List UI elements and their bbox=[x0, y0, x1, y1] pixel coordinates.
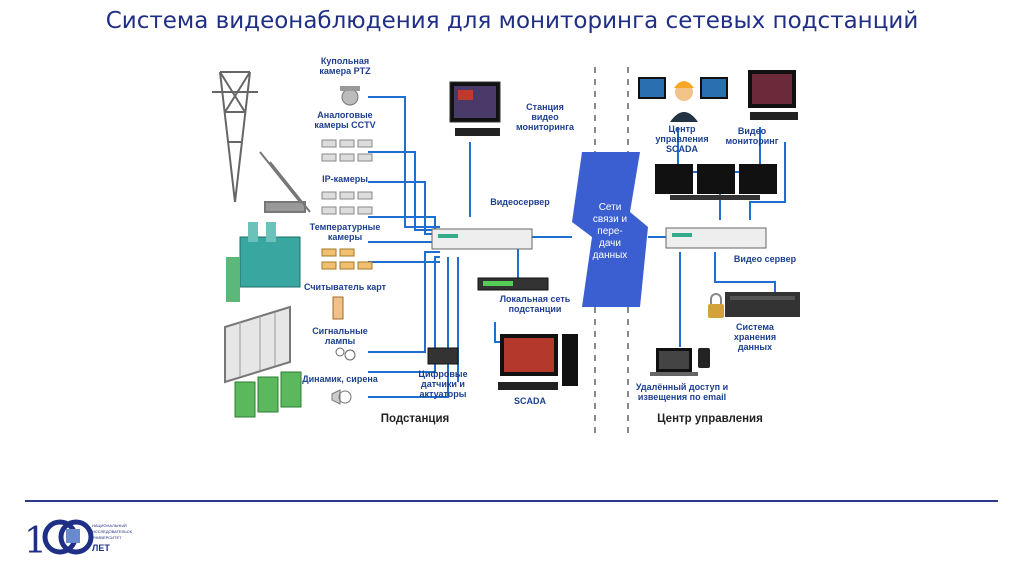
videoserver-right-label: Видео сервер bbox=[734, 254, 797, 264]
label-line: управления bbox=[655, 134, 708, 144]
label-line: данных bbox=[738, 342, 772, 352]
label-line: камеры bbox=[328, 232, 363, 242]
label-line: Считыватель карт bbox=[304, 282, 387, 292]
logo-text-3: УНИВЕРСИТЕТ bbox=[92, 535, 122, 540]
video-monitoring-icon bbox=[748, 70, 798, 120]
label-line: Сигнальные bbox=[312, 326, 368, 336]
label-line: хранения bbox=[734, 332, 776, 342]
label-line: пере- bbox=[597, 226, 622, 237]
label-line: дачи bbox=[599, 238, 621, 249]
monitor-wall-icon bbox=[655, 164, 777, 200]
label-line: связи и bbox=[593, 214, 627, 225]
label-line: SCADA bbox=[666, 144, 699, 154]
label-line: Сети bbox=[599, 202, 622, 213]
remote-access-icon bbox=[650, 348, 710, 376]
cabinets bbox=[234, 371, 302, 418]
label-line: мониторинг bbox=[725, 136, 778, 146]
ip-cameras-icon bbox=[321, 191, 373, 215]
thermal-cameras-icon bbox=[321, 248, 373, 270]
videoserver-left-icon bbox=[431, 228, 533, 250]
label-line: Цифровые bbox=[418, 369, 467, 379]
label-line: данных bbox=[593, 250, 628, 261]
card-reader-label: Считыватель карт bbox=[304, 282, 387, 292]
label-line: Температурные bbox=[310, 222, 381, 232]
label-line: Купольная bbox=[321, 56, 369, 66]
label-line: Аналоговые bbox=[317, 110, 372, 120]
transformer bbox=[226, 222, 301, 302]
label-line: извещения по email bbox=[638, 392, 726, 402]
logo-years: ЛЕТ bbox=[92, 543, 110, 553]
storage-icon bbox=[708, 292, 800, 318]
scada-center-icon bbox=[638, 77, 728, 122]
label-line: Центр bbox=[668, 124, 696, 134]
zone-control-center-label: Центр управления bbox=[657, 413, 763, 425]
label-line: Система bbox=[736, 322, 775, 332]
power-tower bbox=[212, 71, 311, 213]
label-line: мониторинга bbox=[516, 122, 575, 132]
ptz-camera-icon bbox=[340, 86, 360, 106]
label-line: актуаторы bbox=[419, 389, 466, 399]
videoserver-right-icon bbox=[665, 227, 767, 249]
label-line: Удалённый доступ и bbox=[636, 382, 728, 392]
label-line: лампы bbox=[325, 336, 356, 346]
digital-sensors-icon bbox=[427, 347, 459, 365]
signal-lamp-icon bbox=[335, 347, 356, 361]
ip-cameras-label: IP-камеры bbox=[322, 174, 368, 184]
label-line: видео bbox=[531, 112, 559, 122]
card-reader-icon bbox=[332, 296, 344, 320]
label-line: IP-камеры bbox=[322, 174, 368, 184]
logo-text-2: ИССЛЕДОВАТЕЛЬСКИЙ bbox=[92, 529, 132, 534]
university-logo: 1 НАЦИОНАЛЬНЫЙ ИССЛЕДОВАТЕЛЬСКИЙ УНИВЕРС… bbox=[24, 519, 132, 562]
monitoring-station-icon bbox=[449, 81, 501, 136]
gate bbox=[224, 305, 291, 384]
label-line: Видео сервер bbox=[734, 254, 797, 264]
label-line: Видеосервер bbox=[490, 197, 550, 207]
label-line: камера PTZ bbox=[319, 66, 371, 76]
footer-divider bbox=[25, 500, 998, 502]
speaker-label: Динамик, сирена bbox=[302, 374, 379, 384]
label-line: SCADA bbox=[514, 396, 547, 406]
cctv-cameras-icon bbox=[321, 139, 373, 162]
speaker-icon bbox=[331, 389, 352, 405]
label-line: датчики и bbox=[421, 379, 465, 389]
zone-substation-label: Подстанция bbox=[381, 413, 450, 425]
wires-substation bbox=[368, 96, 572, 398]
videoserver-left-label: Видеосервер bbox=[490, 197, 550, 207]
scada-label: SCADA bbox=[514, 396, 547, 406]
label-line: Видео bbox=[738, 126, 767, 136]
logo-number: 1 bbox=[24, 521, 47, 562]
lan-switch-icon bbox=[477, 277, 549, 291]
label-line: Локальная сеть bbox=[500, 294, 571, 304]
label-line: камеры CCTV bbox=[314, 120, 375, 130]
label-line: подстанции bbox=[509, 304, 562, 314]
slide-title: Система видеонаблюдения для мониторинга … bbox=[105, 8, 919, 34]
scada-workstation-icon bbox=[498, 334, 578, 390]
label-line: Динамик, сирена bbox=[302, 374, 379, 384]
logo-text-1: НАЦИОНАЛЬНЫЙ bbox=[92, 523, 127, 528]
label-line: Станция bbox=[526, 102, 564, 112]
